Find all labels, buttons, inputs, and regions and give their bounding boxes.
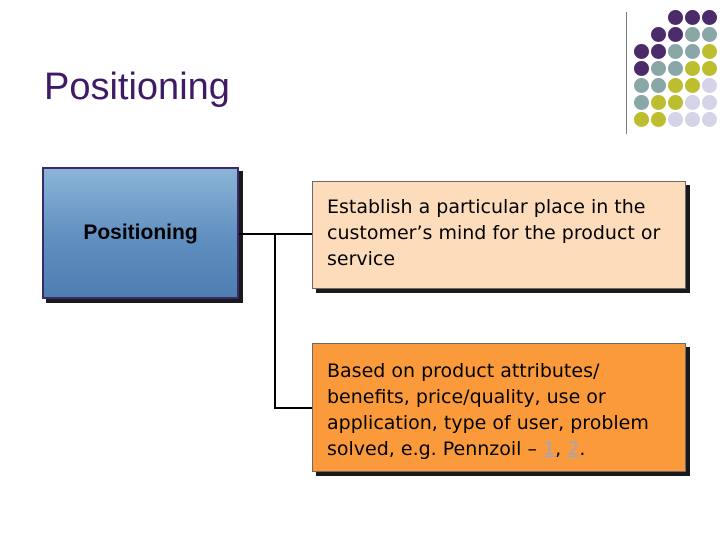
decorative-dot: [702, 78, 717, 93]
example-link-2[interactable]: 2: [567, 438, 580, 460]
definition-box: Establish a particular place in the cust…: [312, 181, 686, 289]
basis-text-end: .: [579, 438, 586, 460]
decorative-dot: [685, 27, 700, 42]
decorative-dot: [634, 112, 649, 127]
decorative-dot: [702, 112, 717, 127]
basis-text: Based on product attributes/ benefits, p…: [327, 360, 649, 460]
decorative-dot: [634, 61, 649, 76]
decorative-dot: [668, 78, 683, 93]
decorative-dot: [668, 10, 683, 25]
decorative-dot: [685, 44, 700, 59]
decorative-dot: [685, 95, 700, 110]
decorative-dot: [651, 27, 666, 42]
decorative-dot: [668, 112, 683, 127]
decorative-dot: [634, 44, 649, 59]
connector-vertical: [274, 233, 276, 409]
link-separator: ,: [555, 438, 568, 460]
decorative-dot: [702, 44, 717, 59]
decorative-dot: [668, 44, 683, 59]
decorative-dot: [651, 112, 666, 127]
example-link-1[interactable]: 1: [543, 438, 556, 460]
decorative-dot: [668, 61, 683, 76]
decorative-dot: [651, 61, 666, 76]
decorative-dot: [702, 61, 717, 76]
decorative-dot: [685, 112, 700, 127]
decorative-dot: [668, 27, 683, 42]
decorative-dot: [702, 95, 717, 110]
decorative-dot: [634, 95, 649, 110]
definition-text: Establish a particular place in the cust…: [327, 196, 661, 270]
decorative-dot: [685, 10, 700, 25]
decorative-dot: [702, 10, 717, 25]
decorative-dot: [651, 44, 666, 59]
left-box-label: Positioning: [83, 221, 198, 244]
divider-line: [626, 12, 627, 134]
decorative-dot: [651, 95, 666, 110]
decorative-dot: [702, 27, 717, 42]
decorative-dot: [668, 95, 683, 110]
connector-horizontal-lower: [274, 407, 312, 409]
slide-title: Positioning: [44, 66, 230, 108]
basis-box: Based on product attributes/ benefits, p…: [312, 343, 686, 472]
decorative-dot: [634, 78, 649, 93]
decorative-dot: [651, 78, 666, 93]
left-box: Positioning: [42, 167, 239, 299]
decorative-dot: [685, 61, 700, 76]
decorative-dot: [685, 78, 700, 93]
